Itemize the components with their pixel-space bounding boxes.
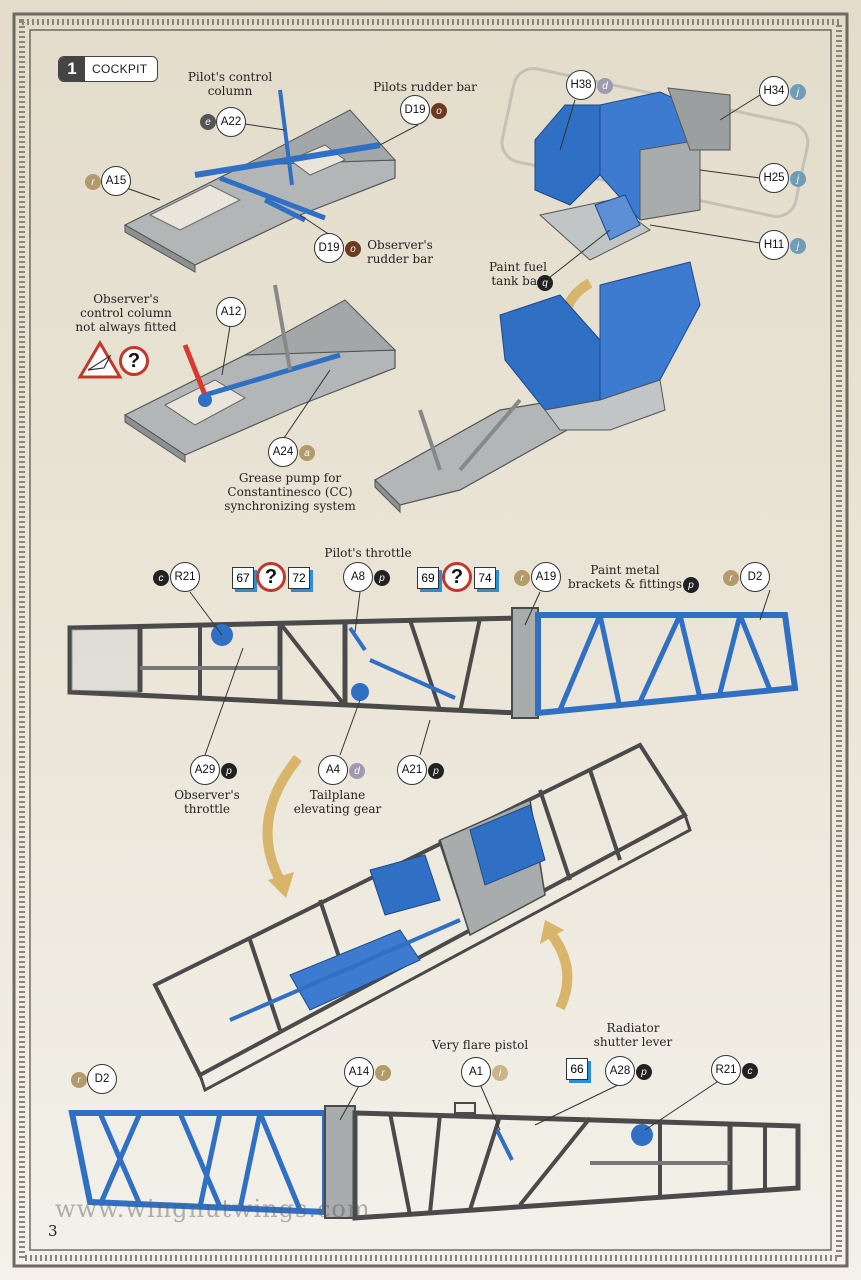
- cockpit-floor-top-left: [123, 89, 397, 273]
- paint-drop-icon: r: [375, 1065, 391, 1081]
- callout-a15: A15: [101, 166, 131, 196]
- callout-h38: H38: [566, 70, 596, 100]
- paint-drop-icon: r: [71, 1072, 87, 1088]
- leader-lines: [117, 94, 771, 1131]
- callout-d19-top: D19: [400, 95, 430, 125]
- assembly-arrow-right-head: [540, 920, 564, 944]
- assembly-arrow-left-head: [268, 872, 294, 898]
- callout-d19-bottom: D19: [314, 233, 344, 263]
- callout-a4: A4: [318, 755, 348, 785]
- paint-drop-icon: a: [299, 445, 315, 461]
- callout-r21-bottom: R21: [711, 1055, 741, 1085]
- page-number: 3: [48, 1222, 58, 1240]
- paint-drop-icon: o: [431, 103, 447, 119]
- step-ref-67: 67: [232, 567, 254, 589]
- callout-a12: A12: [216, 297, 246, 327]
- label-paint-metal-brackets: Paint metal brackets & fittings: [567, 563, 682, 591]
- step-badge: 1 COCKPIT: [58, 56, 159, 82]
- label-paint-fuel-tank-bag: Paint fuel tank bag: [488, 260, 547, 288]
- paint-drop-icon: p: [683, 577, 699, 593]
- callout-d2-top: D2: [740, 562, 770, 592]
- callout-a28: A28: [605, 1056, 635, 1086]
- label-observer-control-column: Observer's control column not always fit…: [75, 292, 177, 334]
- paint-drop-icon: j: [790, 238, 806, 254]
- step-ref-66: 66: [566, 1058, 588, 1080]
- paint-drop-icon: e: [200, 114, 216, 130]
- fuselage-assembled: [152, 742, 692, 1093]
- paint-drop-icon: c: [742, 1063, 758, 1079]
- cockpit-assembled: [374, 261, 701, 514]
- label-tailplane-gear: Tailplane elevating gear: [293, 788, 382, 816]
- callout-h34: H34: [759, 76, 789, 106]
- step-title: COCKPIT: [92, 62, 148, 76]
- paint-drop-icon: d: [349, 763, 365, 779]
- callout-r21-top: R21: [170, 562, 200, 592]
- assembly-arrow-left: [262, 754, 302, 883]
- paint-drop-icon: j: [790, 171, 806, 187]
- label-pilots-rudder-bar: Pilots rudder bar: [373, 80, 477, 94]
- cockpit-floor-mid-left: [123, 284, 397, 463]
- fuselage-side-frame-top: [67, 607, 799, 719]
- fuselage-side-frame-bottom: [68, 1102, 801, 1221]
- assembly-arrow-right: [547, 932, 573, 1011]
- paint-drop-icon: o: [345, 241, 361, 257]
- callout-a24: A24: [268, 437, 298, 467]
- question-mark-icon: ?: [256, 562, 286, 592]
- paint-drop-icon: p: [636, 1064, 652, 1080]
- callout-a29: A29: [190, 755, 220, 785]
- step-number: 1: [59, 57, 85, 81]
- paint-drop-icon: r: [514, 570, 530, 586]
- paint-drop-icon: r: [85, 174, 101, 190]
- callout-h25: H25: [759, 163, 789, 193]
- step-ref-72: 72: [288, 567, 310, 589]
- label-observer-throttle: Observer's throttle: [174, 788, 240, 816]
- patterned-border: [19, 19, 842, 1261]
- callout-d2-bottom: D2: [87, 1064, 117, 1094]
- callout-h11: H11: [759, 230, 789, 260]
- callout-a1: A1: [461, 1057, 491, 1087]
- paint-drop-icon: r: [723, 570, 739, 586]
- callout-a8: A8: [343, 562, 373, 592]
- paint-drop-icon: q: [537, 275, 553, 291]
- paint-drop-icon: d: [597, 78, 613, 94]
- outer-border: [12, 12, 849, 1268]
- fuel-tank-exploded: [534, 87, 731, 261]
- paint-drop-icon: c: [153, 570, 169, 586]
- inner-border: [29, 29, 832, 1251]
- label-radiator-shutter-lever: Radiator shutter lever: [593, 1021, 673, 1049]
- label-observer-rudder-bar: Observer's rudder bar: [366, 238, 434, 266]
- callout-a22: A22: [216, 107, 246, 137]
- paint-drop-icon: i: [492, 1065, 508, 1081]
- callout-a21: A21: [397, 755, 427, 785]
- paint-drop-icon: p: [221, 763, 237, 779]
- question-mark-icon: ?: [119, 346, 149, 376]
- paint-drop-icon: p: [374, 570, 390, 586]
- label-very-flare-pistol: Very flare pistol: [431, 1038, 529, 1052]
- step-ref-74: 74: [474, 567, 496, 589]
- paint-drop-icon: p: [428, 763, 444, 779]
- question-mark-icon: ?: [442, 562, 472, 592]
- label-pilot-control-column: Pilot's control column: [187, 70, 273, 98]
- site-watermark: www.wingnutwings.com: [55, 1195, 371, 1223]
- label-pilot-throttle: Pilot's throttle: [324, 546, 412, 560]
- warning-triangle-icon: [77, 340, 123, 379]
- label-grease-pump: Grease pump for Constantinesco (CC) sync…: [224, 471, 356, 513]
- paint-drop-icon: j: [790, 84, 806, 100]
- step-ref-69: 69: [417, 567, 439, 589]
- callout-a19: A19: [531, 562, 561, 592]
- callout-a14: A14: [344, 1057, 374, 1087]
